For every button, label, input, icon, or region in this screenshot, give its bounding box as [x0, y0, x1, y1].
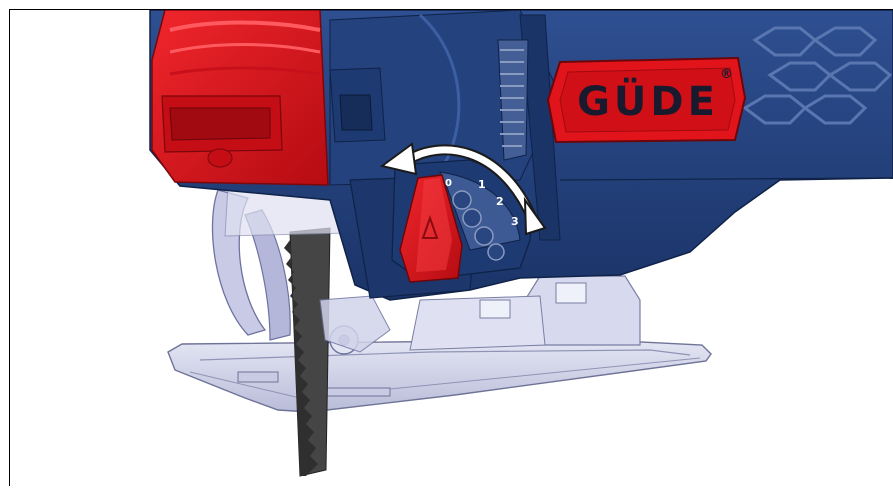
frame-left-border	[9, 9, 10, 486]
dial-number-0: 0	[445, 178, 452, 189]
lever-arrow-icon	[421, 214, 439, 239]
dial-number-1: 1	[478, 178, 486, 191]
vent-grille	[742, 26, 893, 125]
brand-logo-text: GÜDE	[577, 77, 719, 125]
dial-number-2: 2	[496, 195, 504, 208]
brand-logo-plate	[546, 56, 747, 144]
orbital-lever	[399, 174, 463, 283]
frame-top-border	[9, 9, 893, 10]
red-rear-cap	[151, 9, 329, 186]
base-plate	[167, 275, 712, 424]
saw-blade	[284, 227, 331, 477]
dial-number-3: 3	[511, 215, 519, 228]
registered-mark: ®	[720, 67, 733, 82]
rotate-arrow-icon	[379, 142, 547, 236]
